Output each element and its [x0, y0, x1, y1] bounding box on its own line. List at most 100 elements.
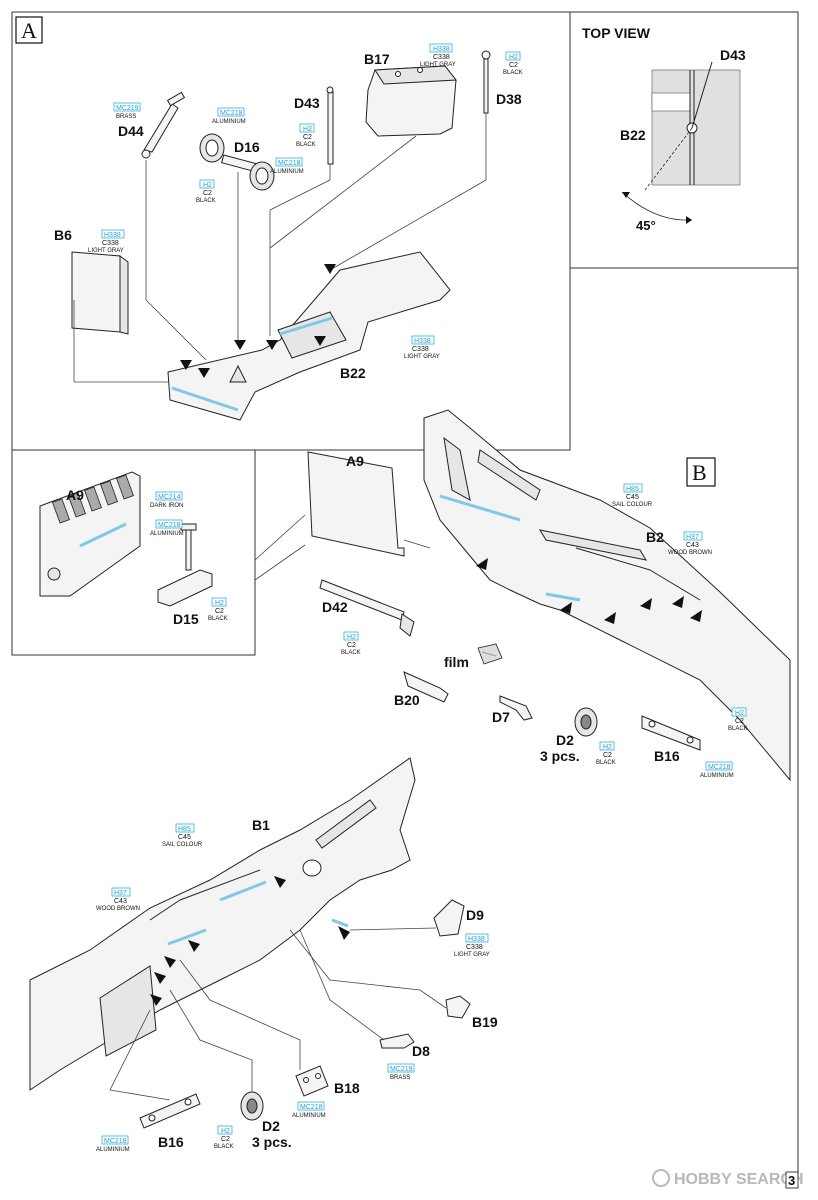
svg-text:H338: H338 — [414, 338, 431, 345]
callout-d43: H2 C2 BLACK — [296, 123, 316, 148]
d7-label: D7 — [492, 709, 510, 725]
svg-text:MC219: MC219 — [116, 105, 139, 112]
svg-text:LIGHT GRAY: LIGHT GRAY — [404, 354, 440, 360]
part-b22: B22 — [167, 251, 451, 421]
d9-label: D9 — [466, 907, 484, 923]
svg-text:DARK IRON: DARK IRON — [150, 503, 183, 509]
svg-text:MC218: MC218 — [300, 1104, 323, 1111]
d38-label: D38 — [496, 91, 522, 107]
part-b17: B17 — [269, 51, 457, 249]
svg-text:C2: C2 — [509, 62, 518, 69]
svg-text:C43: C43 — [686, 542, 699, 549]
svg-text:SAIL COLOUR: SAIL COLOUR — [162, 842, 203, 848]
callout-b2-black: H2 C2 BLACK — [728, 707, 748, 732]
callout-b1-sail: H85 C45 SAIL COLOUR — [162, 823, 203, 848]
b16-lower-label: B16 — [158, 1134, 184, 1150]
section-a-label: A — [21, 18, 37, 43]
b1-label: B1 — [252, 817, 270, 833]
part-b18: B18 — [295, 1065, 360, 1097]
callout-d16-top: MC218 ALUMINIUM — [212, 107, 246, 125]
callout-b1-wood: H37 C43 WOOD BROWN — [96, 887, 140, 912]
svg-text:H338: H338 — [104, 232, 121, 239]
angle-label: 45° — [636, 218, 656, 233]
a9-label: A9 — [346, 453, 364, 469]
svg-text:H85: H85 — [178, 826, 191, 833]
svg-text:H2: H2 — [303, 126, 312, 133]
callout-d16-black: H2 C2 BLACK — [196, 179, 216, 204]
part-a9: A9 — [307, 451, 431, 557]
fuselage-b2: B2 — [423, 409, 791, 782]
svg-text:ALUMINIUM: ALUMINIUM — [292, 1113, 326, 1119]
callout-d44: MC219 BRASS — [113, 102, 141, 120]
d2-upper-label: D2 — [556, 732, 574, 748]
section-b-label: B — [692, 460, 707, 485]
part-b20: B20 — [394, 671, 449, 708]
svg-text:C2: C2 — [347, 642, 356, 649]
part-b16-lower: B16 — [139, 1093, 201, 1150]
page-number: 3 — [785, 1171, 799, 1189]
b22-topview-label: B22 — [620, 127, 646, 143]
callout-d42: H2 C2 BLACK — [341, 631, 361, 656]
callout-d2-lower: H2 C2 BLACK — [214, 1125, 234, 1150]
d2-upper-qty: 3 pcs. — [540, 748, 580, 764]
svg-text:H338: H338 — [433, 46, 450, 53]
svg-text:BLACK: BLACK — [341, 650, 361, 656]
svg-text:H2: H2 — [215, 600, 224, 607]
svg-text:MC218: MC218 — [708, 764, 731, 771]
part-d44: D44 — [118, 91, 207, 361]
film-label: film — [444, 654, 469, 670]
svg-text:MC218: MC218 — [278, 160, 301, 167]
svg-text:BRASS: BRASS — [390, 1075, 410, 1081]
svg-text:H338: H338 — [468, 936, 485, 943]
b22-label: B22 — [340, 365, 366, 381]
b17-label: B17 — [364, 51, 390, 67]
page-number-text: 3 — [788, 1173, 795, 1188]
svg-text:BLACK: BLACK — [196, 198, 216, 204]
svg-text:H2: H2 — [203, 182, 212, 189]
svg-text:WOOD BROWN: WOOD BROWN — [668, 550, 712, 556]
top-view-title: TOP VIEW — [582, 25, 651, 41]
svg-text:ALUMINIUM: ALUMINIUM — [96, 1147, 130, 1153]
svg-text:C2: C2 — [735, 718, 744, 725]
part-d38: D38 — [329, 50, 522, 271]
callout-b16-upper: MC218 ALUMINIUM — [700, 761, 734, 779]
a9-inset-label: A9 — [66, 487, 84, 503]
part-d15: D15 — [157, 523, 213, 627]
svg-text:C2: C2 — [603, 752, 612, 759]
svg-text:C2: C2 — [303, 134, 312, 141]
fuselage-b1: B1 — [29, 757, 416, 1091]
svg-text:H37: H37 — [114, 890, 127, 897]
svg-text:C45: C45 — [626, 494, 639, 501]
b20-label: B20 — [394, 692, 420, 708]
callout-a9-alu: MC218 ALUMINIUM — [150, 519, 184, 537]
callout-d16-right: MC218 ALUMINIUM — [270, 157, 304, 175]
part-d16: D16 — [199, 133, 275, 340]
svg-text:ALUMINIUM: ALUMINIUM — [270, 169, 304, 175]
svg-text:C2: C2 — [215, 608, 224, 615]
d8-label: D8 — [412, 1043, 430, 1059]
d16-label: D16 — [234, 139, 260, 155]
part-b6: B6 — [54, 227, 170, 383]
svg-text:H2: H2 — [509, 54, 518, 61]
b6-label: B6 — [54, 227, 72, 243]
svg-text:C338: C338 — [102, 240, 119, 247]
svg-text:MC218: MC218 — [158, 522, 181, 529]
part-b16-upper: B16 — [641, 715, 701, 764]
svg-text:LIGHT GRAY: LIGHT GRAY — [420, 62, 456, 68]
inset-frame — [11, 449, 306, 656]
svg-text:MC219: MC219 — [390, 1066, 413, 1073]
callout-d9: H338 C338 LIGHT GRAY — [454, 933, 490, 958]
svg-text:LIGHT GRAY: LIGHT GRAY — [88, 248, 124, 254]
svg-text:ALUMINIUM: ALUMINIUM — [150, 531, 184, 537]
svg-text:BLACK: BLACK — [208, 616, 228, 622]
svg-text:ALUMINIUM: ALUMINIUM — [700, 773, 734, 779]
watermark: HOBBY SEARCH — [652, 1169, 804, 1188]
svg-text:C338: C338 — [412, 346, 429, 353]
svg-text:BLACK: BLACK — [596, 760, 616, 766]
callout-a9-iron: MC214 DARK IRON — [150, 491, 183, 509]
part-d8: D8 — [379, 1033, 430, 1059]
svg-text:LIGHT GRAY: LIGHT GRAY — [454, 952, 490, 958]
part-film: film — [444, 643, 503, 670]
svg-text:C2: C2 — [203, 190, 212, 197]
